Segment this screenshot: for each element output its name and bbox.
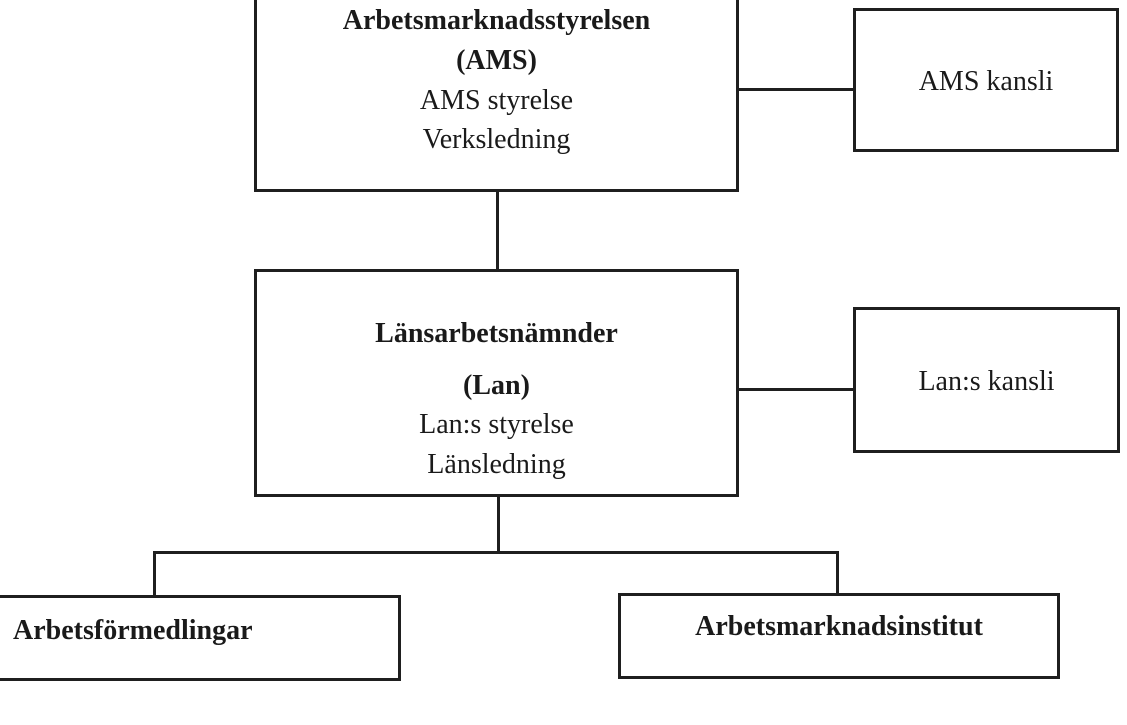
connector-to-arbetsformedlingar: [153, 551, 156, 597]
lan-lansledning-label: Länsledning: [427, 449, 566, 480]
arbetsformedlingar-box: Arbetsförmedlingar: [0, 595, 401, 681]
connector-ams-to-ams-kansli: [737, 88, 855, 91]
connector-ams-to-lan: [496, 190, 499, 272]
connector-lan-down: [497, 495, 500, 554]
arbetsformedlingar-label: Arbetsförmedlingar: [13, 615, 253, 646]
arbetsmarknadsinstitut-box: Arbetsmarknadsinstitut: [618, 593, 1060, 679]
lan-kansli-label: Lan:s kansli: [918, 366, 1055, 397]
lan-kansli-box: Lan:s kansli: [853, 307, 1120, 453]
lan-title: Länsarbetsnämnder: [375, 318, 618, 349]
lan-abbreviation: (Lan): [463, 370, 530, 401]
ams-abbreviation: (AMS): [456, 45, 537, 76]
connector-lan-to-lan-kansli: [737, 388, 855, 391]
lan-styrelse-label: Lan:s styrelse: [419, 409, 574, 440]
lan-box: Länsarbetsnämnder (Lan) Lan:s styrelse L…: [254, 269, 739, 497]
connector-to-arbetsmarknadsinstitut: [836, 551, 839, 595]
ams-box: Arbetsmarknadsstyrelsen (AMS) AMS styrel…: [254, 0, 739, 192]
connector-horizontal-branch: [153, 551, 839, 554]
ams-kansli-label: AMS kansli: [918, 66, 1054, 97]
ams-kansli-box: AMS kansli: [853, 8, 1119, 152]
ams-verksledning-label: Verksledning: [422, 124, 571, 155]
ams-title: Arbetsmarknadsstyrelsen: [342, 5, 651, 36]
ams-styrelse-label: AMS styrelse: [419, 85, 574, 116]
arbetsmarknadsinstitut-label: Arbetsmarknadsinstitut: [695, 611, 983, 642]
